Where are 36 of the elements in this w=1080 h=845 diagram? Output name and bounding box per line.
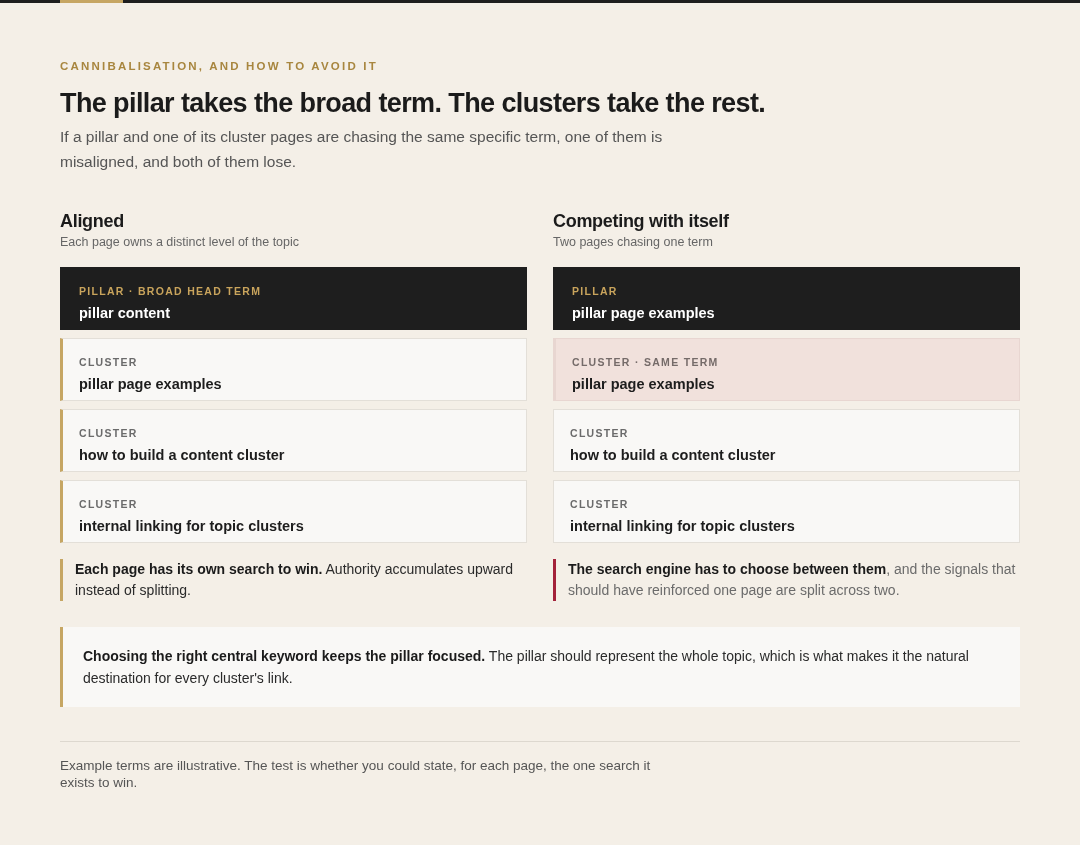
- column-heading: Competing with itself: [553, 210, 729, 232]
- subtitle-text: If a pillar and one of its cluster pages are chasing the same specific term, one of them is misaligned, and both of them lose.: [60, 127, 664, 172]
- footnote-text: Example terms are illustrative. The test is whether you could state, for each page, the one search it exists to win.: [60, 757, 652, 791]
- card-tag: CLUSTER: [570, 497, 629, 511]
- pillar-card: [60, 267, 527, 330]
- card-tag: CLUSTER: [570, 426, 629, 440]
- callout-panel: [60, 627, 1020, 707]
- card-term: pillar page examples: [572, 304, 715, 323]
- card-term: pillar content: [79, 304, 171, 323]
- eyebrow-text: CANNIBALISATION, AND HOW TO AVOID IT: [60, 59, 378, 73]
- card-term: how to build a content cluster: [79, 446, 285, 465]
- cluster-card: [60, 480, 527, 543]
- column-subtitle: Each page owns a distinct level of the topic: [60, 234, 300, 251]
- note-text: Each page has its own search to win. Authority accumulates upward instead of splitting.: [60, 559, 527, 601]
- cluster-card: [60, 338, 527, 401]
- cluster-card: [553, 480, 1020, 543]
- column-heading: Aligned: [60, 210, 124, 232]
- column-subtitle: Two pages chasing one term: [553, 234, 713, 251]
- pillar-card: [553, 267, 1020, 330]
- cluster-card: [60, 409, 527, 472]
- card-tag: PILLAR · BROAD HEAD TERM: [79, 284, 262, 298]
- card-term: internal linking for topic clusters: [79, 517, 304, 536]
- card-term: how to build a content cluster: [570, 446, 776, 465]
- title: The pillar takes the broad term. The clusters take the rest.: [60, 87, 766, 120]
- card-tag: PILLAR: [572, 284, 618, 298]
- card-tag: CLUSTER · SAME TERM: [572, 355, 719, 369]
- card-tag: CLUSTER: [79, 426, 138, 440]
- card-term: pillar page examples: [79, 375, 222, 394]
- card-term: pillar page examples: [572, 375, 715, 394]
- cluster-card: [553, 409, 1020, 472]
- conflict-card: [553, 338, 1020, 401]
- card-tag: CLUSTER: [79, 355, 138, 369]
- note-text: The search engine has to choose between them, and the signals that should have reinforced one page are split across two.: [553, 559, 1020, 601]
- card-tag: CLUSTER: [79, 497, 138, 511]
- callout-text: Choosing the right central keyword keeps the pillar focused. The pillar should represent the whole topic, which is what makes it the natural destination for every cluster's link.: [83, 647, 970, 688]
- card-term: internal linking for topic clusters: [570, 517, 795, 536]
